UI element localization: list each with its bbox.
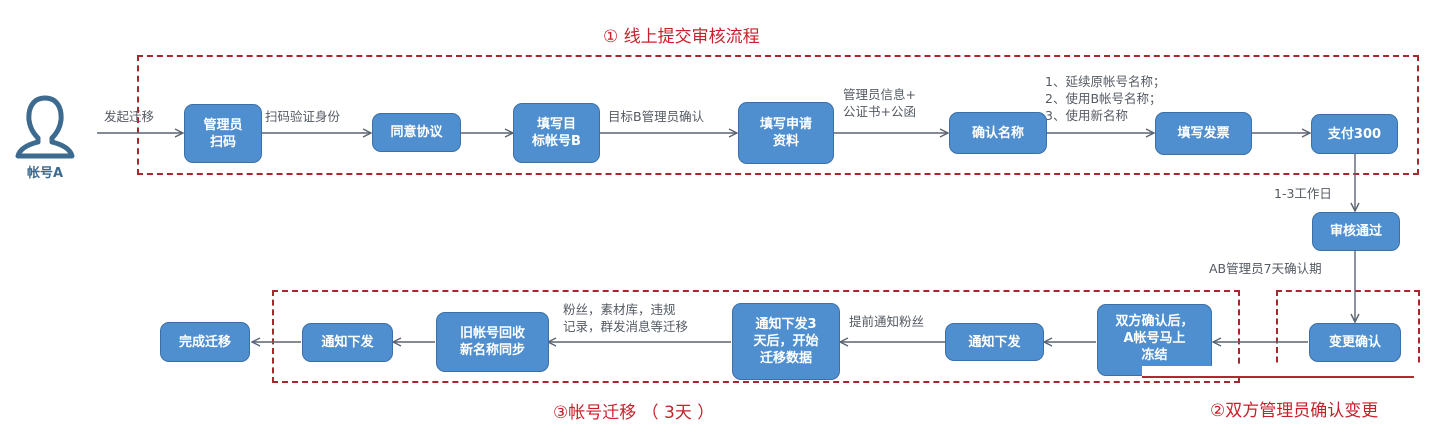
edge-label-work-days: 1-3工作日 — [1274, 186, 1332, 201]
section-title-admin-confirm: ②双方管理员确认变更 — [1210, 401, 1379, 421]
node-notify-3days-migrate[interactable]: 通知下发3 天后，开始 迁移数据 — [732, 303, 840, 380]
overlay-artifact — [1142, 366, 1442, 376]
section-title-migration: ③帐号迁移 （ 3天 ） — [553, 403, 715, 423]
edge-label-target-confirm: 目标B管理员确认 — [608, 109, 705, 124]
edge-label-confirm-period: AB管理员7天确认期 — [1209, 261, 1322, 276]
edge-label-notify-fans: 提前通知粉丝 — [849, 314, 925, 329]
node-agree-protocol[interactable]: 同意协议 — [372, 113, 461, 152]
actor-account-a: 帐号A — [14, 92, 76, 181]
node-fill-target-account[interactable]: 填写目 标帐号B — [513, 103, 600, 163]
edge-label-start: 发起迁移 — [104, 109, 155, 124]
node-fill-invoice[interactable]: 填写发票 — [1155, 112, 1252, 155]
node-complete-migration[interactable]: 完成迁移 — [160, 322, 250, 362]
section-title-online-review: ① 线上提交审核流程 — [603, 27, 760, 47]
region-online-review — [137, 55, 1419, 175]
node-fill-application[interactable]: 填写申请 资料 — [738, 102, 834, 164]
region-migration — [272, 290, 1240, 383]
node-pay-300[interactable]: 支付300 — [1311, 114, 1398, 154]
node-notify-2[interactable]: 通知下发 — [302, 323, 393, 362]
overlay-red-rule — [1142, 376, 1414, 378]
edge-label-name-options: 1、延续原帐号名称； 2、使用B帐号名称； 3、使用新名称 — [1045, 74, 1166, 123]
node-change-confirm[interactable]: 变更确认 — [1309, 323, 1401, 362]
node-admin-scan[interactable]: 管理员 扫码 — [184, 104, 262, 163]
user-icon — [15, 95, 75, 159]
node-notify-1[interactable]: 通知下发 — [945, 323, 1044, 361]
node-review-approved[interactable]: 审核通过 — [1312, 212, 1400, 251]
actor-label: 帐号A — [26, 166, 64, 181]
node-old-account-recycle[interactable]: 旧帐号回收 新名称同步 — [436, 312, 549, 372]
node-confirm-name[interactable]: 确认名称 — [949, 112, 1047, 154]
edge-label-migrate-items: 粉丝，素材库，违规 记录，群发消息等迁移 — [563, 302, 689, 334]
edge-label-scan-verify: 扫码验证身份 — [265, 109, 341, 124]
node-both-confirmed-freeze[interactable]: 双方确认后， A帐号马上 冻结 — [1097, 304, 1212, 376]
edge-label-documents: 管理员信息+ 公证书+公函 — [843, 87, 916, 119]
